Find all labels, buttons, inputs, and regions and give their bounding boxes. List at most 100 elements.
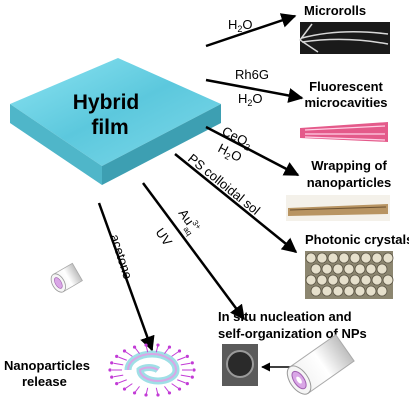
release-particle-ray: [164, 386, 170, 393]
film-right-face: [102, 104, 221, 185]
photonic-sphere: [310, 263, 322, 275]
photonic-sphere: [371, 274, 383, 286]
release-particle-dot: [110, 375, 114, 379]
insitu-roll: [286, 334, 355, 395]
photonic-sphere: [316, 252, 328, 264]
release-particle-ray: [155, 346, 159, 353]
release-particle-dot: [108, 368, 112, 372]
photonic-sphere: [327, 274, 339, 286]
film-title-line1: Hybrid: [73, 91, 140, 114]
arrows: [97, 13, 304, 352]
label-microrolls: H2O: [228, 17, 253, 34]
release-particle-dot: [190, 361, 194, 365]
photonic-sphere: [310, 285, 322, 297]
release-particle-ray: [113, 362, 124, 366]
release-particle-ray: [145, 346, 149, 353]
release-particle-ray: [134, 386, 140, 393]
release-particle-dot: [110, 361, 114, 365]
photonic-sphere: [365, 263, 377, 275]
release-particle-ray: [171, 383, 179, 389]
wrapping-roll-shape: [288, 204, 388, 216]
release-particle-ray: [171, 351, 179, 357]
photonic-sphere: [376, 263, 388, 275]
insitu-title-1: In situ nucleation and: [218, 309, 352, 324]
wrapping-title-1: Wrapping of: [311, 158, 387, 173]
release-particle-ray: [155, 387, 159, 394]
target-insitu: In situ nucleation and self-organization…: [218, 309, 367, 395]
release-particle-dot: [177, 349, 182, 353]
photonic-sphere: [360, 252, 372, 264]
label-ps-colloidal: PS colloidal sol: [185, 151, 263, 218]
arrow-insitu: [141, 182, 246, 321]
release-particle-dot: [115, 354, 119, 358]
photonic-spheres: [305, 252, 394, 297]
release-particle-ray: [177, 379, 186, 384]
label-rh6g: Rh6G: [235, 67, 269, 82]
release-particle-dot: [190, 375, 194, 379]
photonic-sphere: [338, 274, 350, 286]
wrapping-title-2: nanoparticles: [307, 175, 392, 190]
photonic-sphere: [371, 252, 383, 264]
fluorescent-roll-highlights: [304, 125, 386, 141]
film-front-face: [10, 104, 102, 185]
release-particle-dot: [132, 345, 137, 349]
release-particle-dot: [156, 393, 160, 397]
release-particle-ray: [118, 356, 127, 361]
photonic-sphere: [321, 263, 333, 275]
photonic-sphere: [316, 274, 328, 286]
target-photonic: Photonic crystals: [305, 232, 409, 299]
fluorescent-title-2: microcavities: [304, 95, 387, 110]
photonic-sphere: [305, 274, 317, 286]
photonic-sphere: [360, 274, 372, 286]
hybrid-film: Hybrid film: [10, 58, 221, 185]
arrow-fluorescent: [205, 78, 304, 103]
photonic-sphere: [349, 252, 361, 264]
release-particle-dot: [177, 387, 182, 391]
release-particle-ray: [180, 362, 191, 366]
release-particle-ray: [118, 379, 127, 384]
release-particle-dot: [156, 343, 160, 347]
target-release: Nanoparticles release: [4, 343, 196, 397]
microrolls-photo: [300, 22, 390, 54]
microrolls-title: Microrolls: [304, 3, 366, 18]
photonic-sphere: [376, 285, 388, 297]
target-microrolls: Microrolls: [298, 3, 390, 54]
microrolls-photo-texture: [298, 23, 389, 53]
release-particle-dot: [185, 382, 189, 386]
release-particle-ray: [180, 374, 191, 378]
photonic-sphere: [343, 285, 355, 297]
release-particle-ray: [125, 351, 133, 357]
photonic-sphere: [343, 263, 355, 275]
arrow-microrolls: [205, 13, 297, 48]
release-particle-dot: [122, 387, 127, 391]
photonic-sphere: [354, 285, 366, 297]
arrow-wrapping: [205, 125, 300, 177]
release-particle-ray: [145, 387, 149, 394]
wrapping-roll-line: [289, 206, 387, 211]
photonic-sphere: [382, 252, 394, 264]
photonic-sphere: [338, 252, 350, 264]
film-title-line2: film: [91, 116, 128, 139]
label-h2o-fluor: H2O: [238, 91, 263, 108]
acetone-roll: [50, 262, 83, 293]
photonic-sphere: [365, 285, 377, 297]
release-particle-dot: [144, 343, 148, 347]
insitu-title-2: self-organization of NPs: [218, 326, 367, 341]
release-particle-ray: [125, 383, 133, 389]
release-particle-dot: [122, 349, 127, 353]
release-particle-dot: [167, 391, 172, 395]
release-particle-dot: [167, 345, 172, 349]
label-acetone: acetone: [107, 232, 136, 281]
label-uv: UV: [153, 225, 176, 249]
arrow-photonic: [174, 153, 298, 253]
release-particle-dot: [132, 391, 137, 395]
release-particle-ray: [164, 347, 170, 354]
photonic-sphere: [305, 252, 317, 264]
photonic-sphere: [382, 274, 394, 286]
release-particle-ray: [113, 374, 124, 378]
photonic-sphere: [349, 274, 361, 286]
arrow-release: [97, 202, 155, 352]
photonic-title: Photonic crystals: [305, 232, 409, 247]
release-particle-dot: [185, 354, 189, 358]
